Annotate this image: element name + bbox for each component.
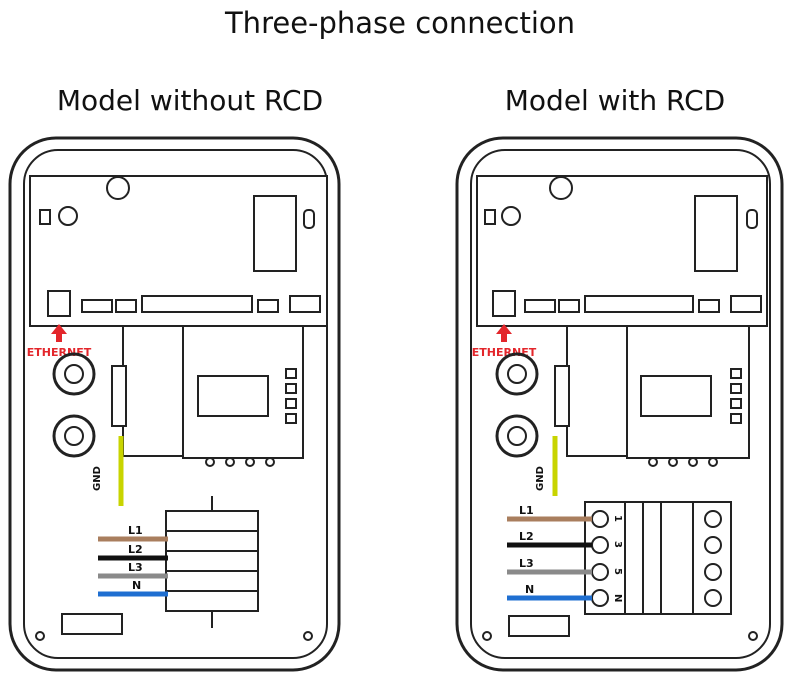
board-hole [58,206,78,226]
outer-casing [8,136,341,672]
inner-casing [470,149,771,659]
power-module [566,325,628,457]
rcd-output-terminal [704,563,722,581]
energy-meter [182,325,304,459]
board-display-window [253,195,297,272]
meter-screw [265,457,275,467]
ethernet-arrow-icon [51,324,67,342]
ethernet-port [47,290,71,317]
board-component [746,209,758,229]
outer-casing [455,136,784,672]
wire-label-l2: L2 [519,530,534,543]
board-display-window [694,195,738,272]
wire-label-l3: L3 [519,557,534,570]
terminal-block [165,510,259,612]
meter-button [285,368,297,379]
model-with-rcd-title: Model with RCD [504,84,726,117]
board-hole [106,176,130,200]
meter-button [285,413,297,424]
rcd-output-terminal [704,536,722,554]
meter-display [197,375,269,417]
rcd-terminal-label: N [612,594,623,602]
cable-gland [495,414,539,458]
cable-gland-inner [507,364,527,384]
ethernet-arrow-icon [496,324,512,342]
meter-button [285,398,297,409]
meter-button [730,413,742,424]
board-component [39,209,51,225]
cable-gland-inner [64,364,84,384]
board-hole [501,206,521,226]
meter-button [730,398,742,409]
wire-label-l2: L2 [128,543,143,556]
meter-display [640,375,712,417]
board-connector [524,299,556,313]
mounting-hole [303,631,313,641]
model-without-rcd-title: Model without RCD [56,84,324,117]
energy-meter [626,325,750,459]
rcd-breaker [584,501,732,615]
board-component [303,209,315,229]
board-connector [115,299,137,313]
rcd-output-terminal [704,510,722,528]
wire-label-n: N [132,579,141,592]
cable-gland [52,414,96,458]
meter-screw [708,457,718,467]
meter-screw [225,457,235,467]
meter-screw [205,457,215,467]
board-connector [730,295,762,313]
rcd-terminal-label: 5 [612,568,623,575]
control-board [29,175,328,327]
cable-gland [495,352,539,396]
meter-screw [245,457,255,467]
mounting-hole [748,631,758,641]
board-component [484,209,496,225]
mounting-hole [35,631,45,641]
ground-terminal [554,365,570,427]
board-connector [141,295,253,313]
wire-label-l3: L3 [128,561,143,574]
board-connector [257,299,279,313]
cable-gland [52,352,96,396]
ground-terminal [111,365,127,427]
rcd-output-terminal [704,589,722,607]
charger-without-rcd: ETHERNET GND L1 L2 L3 N [8,136,341,672]
inner-casing [23,149,328,659]
cable-gland-inner [507,426,527,446]
board-connector [289,295,321,313]
gnd-label: GND [535,466,546,491]
rcd-terminal-label: 1 [612,515,623,522]
meter-button [730,383,742,394]
meter-button [285,383,297,394]
ethernet-label: ETHERNET [27,346,92,359]
diagram-title: Three-phase connection [224,6,576,40]
power-module [122,325,184,457]
board-connector [558,299,580,313]
gnd-label: GND [92,466,103,491]
wire-label-l1: L1 [128,524,143,537]
board-connector [584,295,694,313]
meter-screw [688,457,698,467]
meter-button [730,368,742,379]
wire-label-n: N [525,583,534,596]
cable-gland-inner [64,426,84,446]
rcd-terminal-label: 3 [612,541,623,548]
mounting-bracket [508,615,570,637]
meter-screw [648,457,658,467]
board-hole [549,176,573,200]
control-board [476,175,768,327]
ethernet-port [492,290,516,317]
meter-screw [668,457,678,467]
charger-with-rcd: ETHERNET GND 1 3 5 N L1 L2 L3 N [455,136,784,672]
board-connector [698,299,720,313]
mounting-hole [482,631,492,641]
board-connector [81,299,113,313]
wire-label-l1: L1 [519,504,534,517]
mounting-bracket [61,613,123,635]
